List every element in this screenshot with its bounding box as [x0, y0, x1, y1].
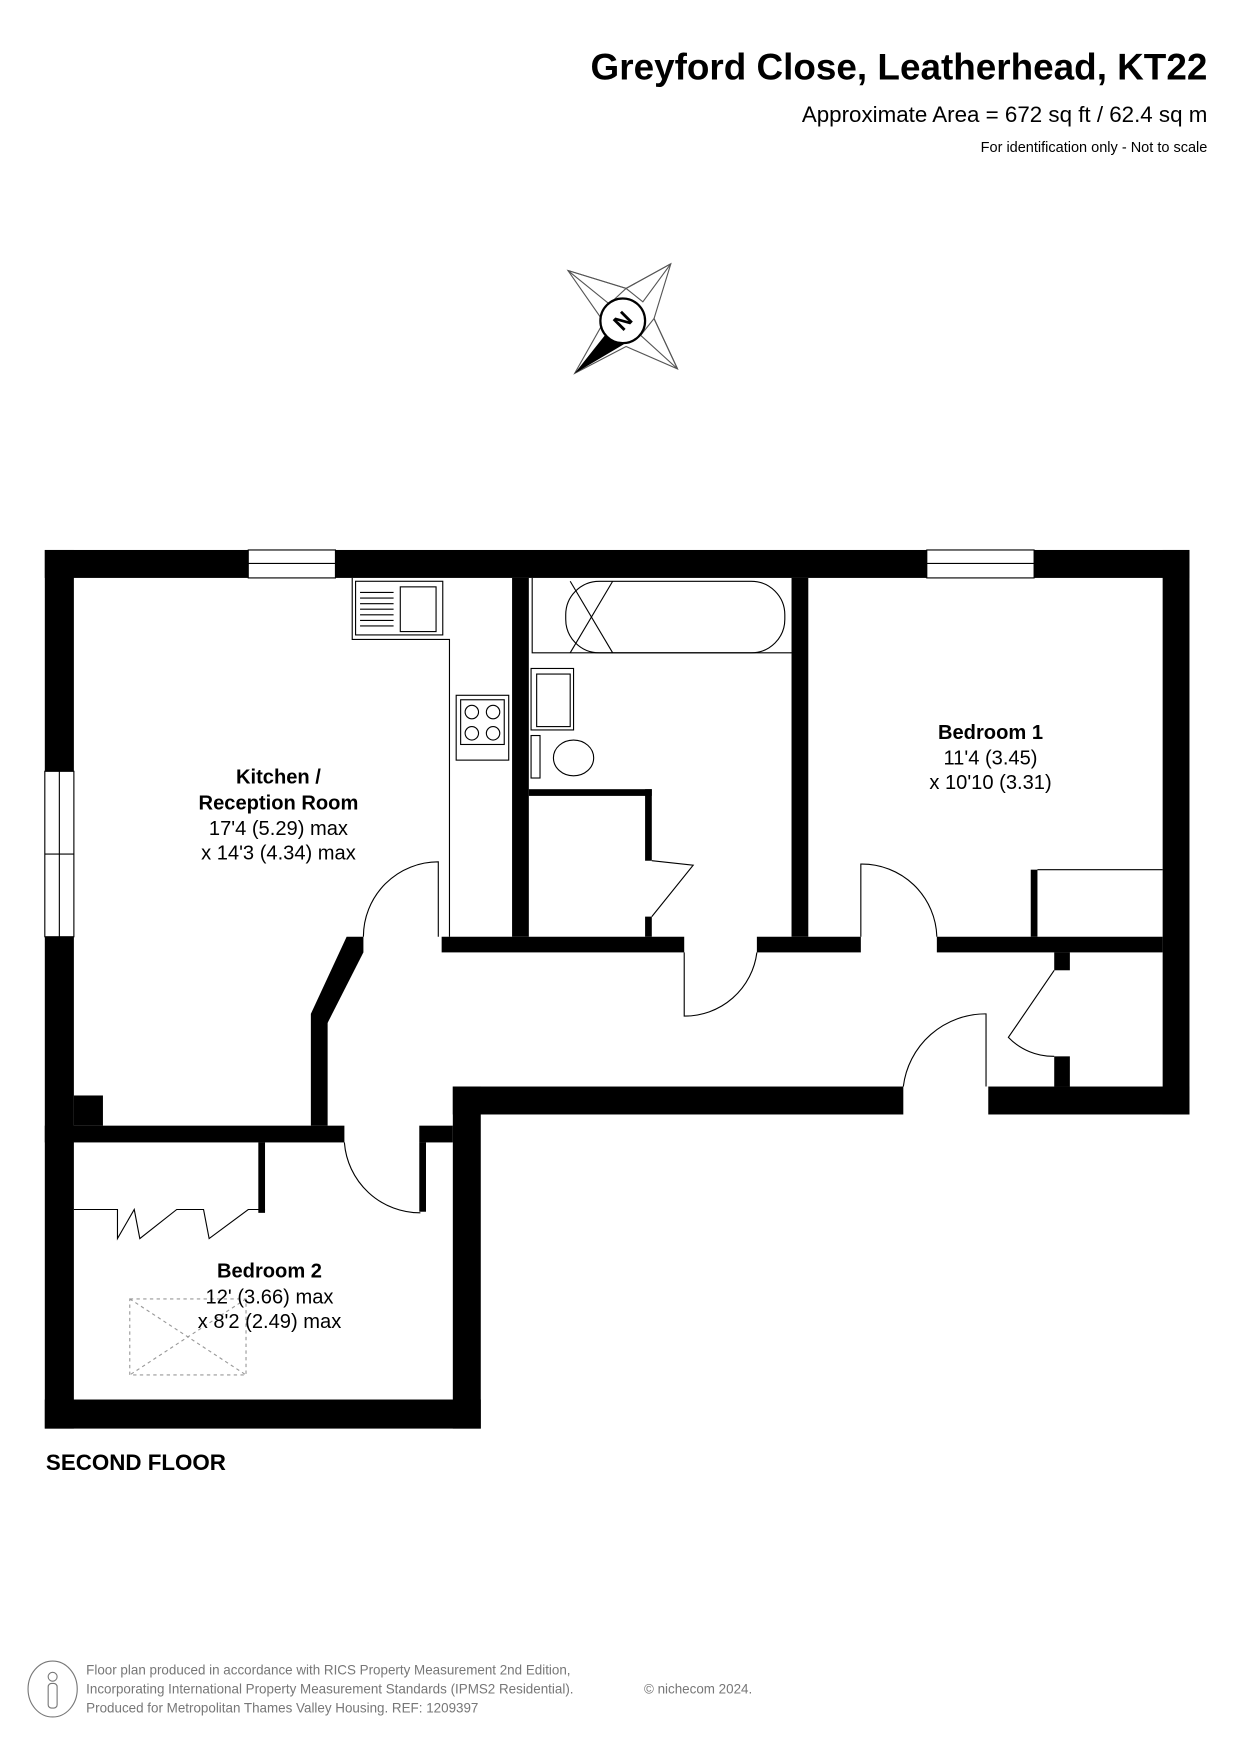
- room-dimensions: 17'4 (5.29) max: [209, 818, 348, 840]
- footer-line-1: Floor plan produced in accordance with R…: [86, 1663, 570, 1678]
- room-dimensions: 12' (3.66) max: [206, 1286, 334, 1308]
- room-dimensions: 11'4 (3.45): [943, 748, 1037, 770]
- scale-disclaimer: For identification only - Not to scale: [981, 140, 1208, 156]
- floor-label: SECOND FLOOR: [46, 1450, 226, 1475]
- bathroom-fittings: [530, 577, 792, 779]
- room-name: Bedroom 1: [938, 722, 1043, 744]
- approximate-area: Approximate Area = 672 sq ft / 62.4 sq m: [802, 102, 1208, 127]
- copyright: © nichecom 2024.: [644, 1682, 752, 1697]
- room-bedroom-1: Bedroom 1 11'4 (3.45) x 10'10 (3.31): [929, 722, 1051, 794]
- room-name: Kitchen /: [236, 767, 321, 789]
- room-bedroom-2: Bedroom 2 12' (3.66) max x 8'2 (2.49) ma…: [198, 1261, 342, 1333]
- footer-line-3: Produced for Metropolitan Thames Valley …: [86, 1701, 478, 1716]
- property-title: Greyford Close, Leatherhead, KT22: [591, 46, 1208, 87]
- person-scale-icon: [27, 1660, 78, 1718]
- room-kitchen-reception: Kitchen / Reception Room 17'4 (5.29) max…: [199, 767, 359, 865]
- room-dimensions: x 10'10 (3.31): [929, 772, 1051, 794]
- kitchen-fittings: [351, 577, 510, 937]
- footer-line-2: Incorporating International Property Mea…: [86, 1682, 573, 1697]
- room-dimensions: x 14'3 (4.34) max: [201, 843, 356, 865]
- room-dimensions: x 8'2 (2.49) max: [198, 1311, 342, 1333]
- doors: [73, 860, 1163, 1376]
- room-name: Reception Room: [199, 792, 359, 814]
- room-name: Bedroom 2: [217, 1261, 322, 1283]
- footer: Floor plan produced in accordance with R…: [27, 1660, 752, 1718]
- windows: [44, 549, 1035, 938]
- compass-icon: N: [566, 262, 679, 375]
